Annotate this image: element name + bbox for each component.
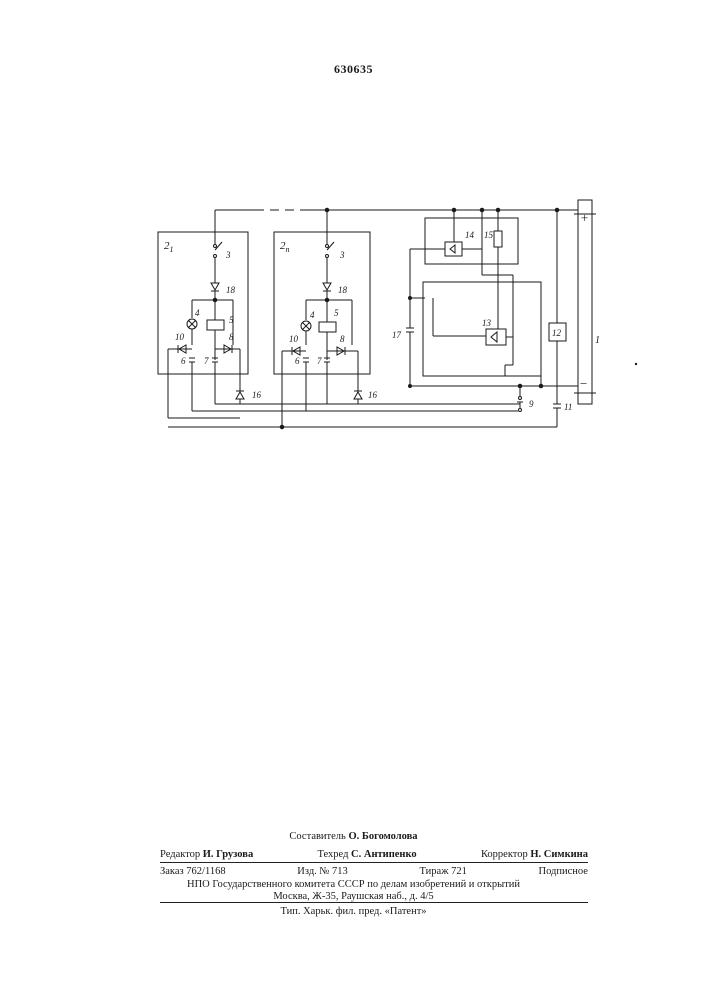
corrector-role: Корректор [481, 849, 528, 860]
diode-16 [354, 392, 362, 399]
label-contact-11: 11 [564, 402, 572, 412]
amp-14-symbol [450, 245, 455, 253]
label-contact-7-n: 7 [317, 356, 322, 366]
label-contact-6-n: 6 [295, 356, 300, 366]
circulation: Тираж 721 [420, 866, 467, 877]
label-block-2-n: 2n [280, 240, 290, 254]
switch-3-contact [214, 255, 217, 258]
label-amp-14: 14 [465, 230, 475, 240]
label-contact-6: 6 [181, 356, 186, 366]
label-capacitor-17: 17 [392, 330, 402, 340]
switch-3-contact [326, 245, 329, 248]
label-diode-10-n: 10 [289, 334, 299, 344]
label-diode-18: 18 [226, 285, 236, 295]
label-diode-18-n: 18 [338, 285, 348, 295]
compiler-name: О. Богомолова [348, 831, 417, 842]
label-switch-3: 3 [225, 250, 231, 260]
divider [160, 862, 588, 863]
switch-3-contact [326, 255, 329, 258]
compiler-role: Составитель [289, 831, 345, 842]
stray-dot [635, 363, 637, 365]
techred-name: С. Антипенко [351, 849, 417, 860]
label-diode-16: 16 [252, 390, 262, 400]
power-source-box [578, 200, 592, 404]
diode-18 [323, 283, 331, 290]
label-diode-16-n: 16 [368, 390, 378, 400]
label-block-2-1: 21 [164, 240, 174, 254]
diode-16 [236, 392, 244, 399]
junction-dot [280, 425, 284, 429]
amp-13 [486, 329, 506, 345]
label-switch-3-n: 3 [339, 250, 345, 260]
corrector-credit: Корректор Н. Симкина [481, 849, 588, 860]
label-lamp-4: 4 [195, 308, 200, 318]
amp-13-frame [423, 282, 541, 376]
button-9-contact [519, 409, 522, 412]
edition-number: Изд. № 713 [297, 866, 348, 877]
techred-role: Техред [318, 849, 349, 860]
label-relay-5-n: 5 [334, 308, 339, 318]
minus-sign: − [579, 376, 588, 391]
amp-14-frame [425, 218, 518, 264]
diode-18 [211, 283, 219, 290]
address: Москва, Ж-35, Раушская наб., д. 4/5 [0, 891, 707, 902]
label-unit-12: 12 [552, 328, 562, 338]
label-block-2-n-sub: n [286, 245, 290, 254]
relay-5 [319, 322, 336, 332]
resistor-15 [494, 231, 502, 247]
switch-3-contact [214, 245, 217, 248]
subscription: Подписное [539, 866, 588, 877]
editor-role: Редактор [160, 849, 200, 860]
editor-name: И. Грузова [203, 849, 253, 860]
label-diode-8: 8 [229, 332, 234, 342]
order-number: Заказ 762/1168 [160, 866, 226, 877]
amp-13-symbol [491, 332, 497, 342]
label-diode-10: 10 [175, 332, 185, 342]
corrector-name: Н. Симкина [530, 849, 588, 860]
order-row: Заказ 762/1168 Изд. № 713 Тираж 721 Подп… [160, 866, 588, 877]
techred-credit: Техред С. Антипенко [318, 849, 417, 860]
compiler-line: Составитель О. Богомолова [0, 831, 707, 842]
plus-sign: + [580, 210, 589, 225]
label-lamp-4-n: 4 [310, 310, 315, 320]
label-power-source: 1 [595, 335, 600, 346]
label-block-2-1-sub: 1 [170, 245, 174, 254]
button-9-contact [519, 397, 522, 400]
amp-14 [445, 242, 462, 256]
relay-5 [207, 320, 224, 330]
editor-credit: Редактор И. Грузова [160, 849, 253, 860]
label-diode-8-n: 8 [340, 334, 345, 344]
divider [160, 902, 588, 903]
staff-row: Редактор И. Грузова Техред С. Антипенко … [160, 849, 588, 860]
label-contact-7: 7 [204, 356, 209, 366]
label-resistor-15: 15 [484, 230, 494, 240]
label-amp-13: 13 [482, 318, 492, 328]
organization: НПО Государственного комитета СССР по де… [0, 879, 707, 890]
printer: Тип. Харьк. фил. пред. «Патент» [0, 906, 707, 917]
label-button-9: 9 [529, 399, 534, 409]
